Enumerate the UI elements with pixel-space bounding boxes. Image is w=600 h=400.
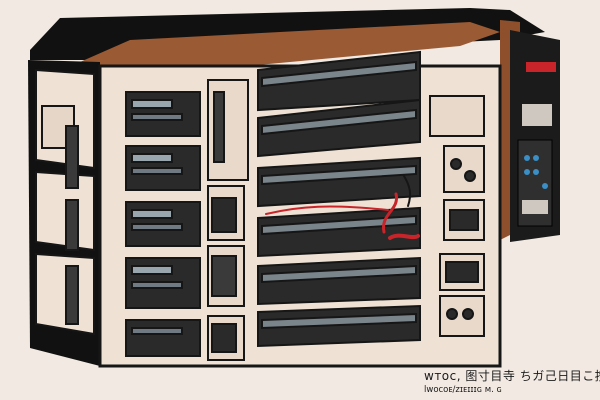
control-button: [533, 169, 539, 175]
server-units-right: [429, 95, 485, 337]
control-button: [524, 155, 530, 161]
caption-line-2: lᴡᴏᴄᴏᴇ/ᴢɪᴇɪɪɪɢ ᴍ. ɢ: [424, 385, 502, 395]
control-display: [522, 200, 548, 214]
caption: ᴡᴛᴏᴄ, 图寸目寺 ちガ己日目こ按 lᴡᴏᴄᴏᴇ/ᴢɪᴇɪɪɪɢ ᴍ. ɢ: [424, 369, 600, 395]
control-screen: [522, 104, 552, 126]
blade-servers: [257, 50, 421, 348]
control-button: [524, 169, 530, 175]
control-light: [526, 62, 556, 72]
control-button: [542, 183, 548, 189]
cables: [265, 175, 420, 240]
caption-line-1: ᴡᴛᴏᴄ, 图寸目寺 ちガ己日目こ按: [424, 369, 600, 383]
server-units-left: [125, 91, 201, 357]
patch-column: [207, 79, 249, 361]
left-modules: [35, 68, 95, 336]
control-button: [533, 155, 539, 161]
